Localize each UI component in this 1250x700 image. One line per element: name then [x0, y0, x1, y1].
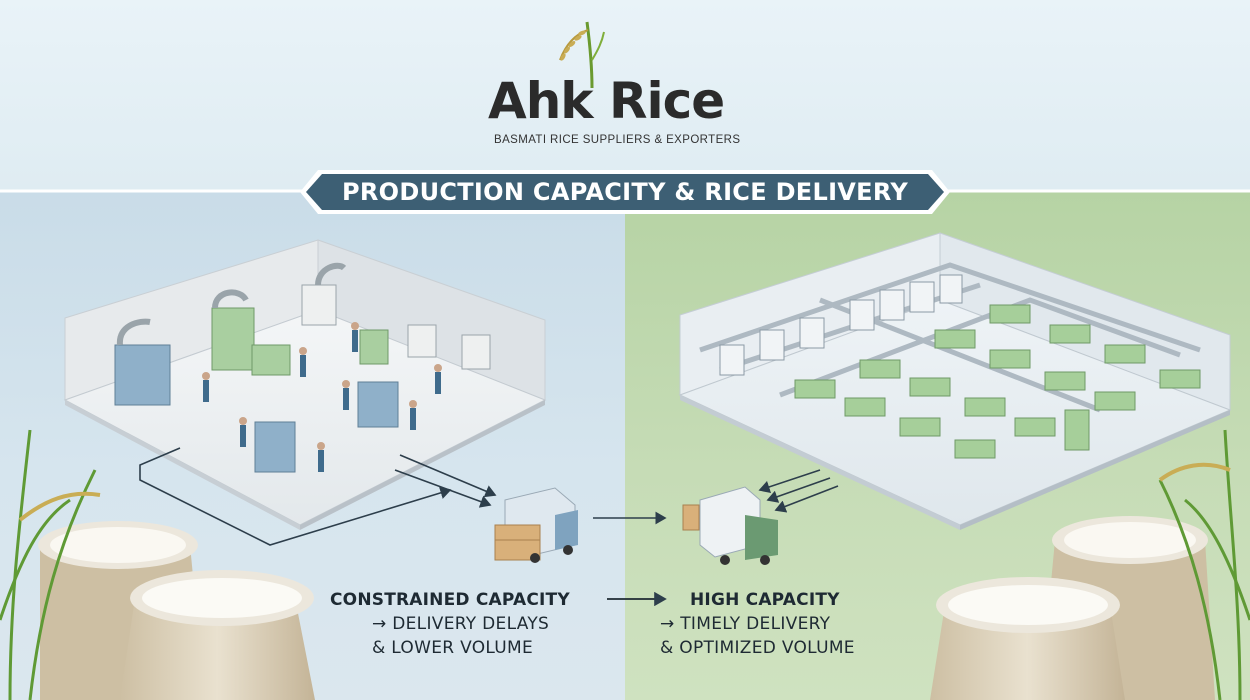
right-caption-heading: HIGH CAPACITY: [690, 590, 840, 610]
banner-title: PRODUCTION CAPACITY & RICE DELIVERY: [341, 178, 909, 206]
logo: Ahk Rice BASMATI RICE SUPPLIERS & EXPORT…: [470, 20, 780, 160]
rice-stalk-icon: [559, 21, 605, 89]
factory-floor-icon: [678, 232, 1232, 530]
brand-name: Ahk Rice: [488, 72, 725, 130]
left-caption-line-2: & LOWER VOLUME: [372, 638, 534, 658]
rice-sack-icon: [38, 521, 315, 700]
rice-stalk-icon: [1158, 429, 1250, 700]
delivery-truck-icon: [682, 486, 778, 565]
rice-sack-icon: [930, 516, 1215, 700]
rice-stalk-icon: [0, 429, 101, 700]
banner-shape: [300, 170, 950, 214]
brand-tagline: BASMATI RICE SUPPLIERS & EXPORTERS: [494, 134, 741, 146]
right-caption-line-2: & OPTIMIZED VOLUME: [660, 638, 855, 658]
header: Ahk Rice BASMATI RICE SUPPLIERS & EXPORT…: [0, 0, 1250, 190]
delivery-truck-icon: [494, 487, 578, 563]
banner: PRODUCTION CAPACITY & RICE DELIVERY: [290, 167, 960, 217]
right-caption: HIGH CAPACITY → TIMELY DELIVERY & OPTIMI…: [660, 588, 855, 660]
left-caption: CONSTRAINED CAPACITY → DELIVERY DELAYS &…: [330, 588, 570, 660]
right-caption-line-1: → TIMELY DELIVERY: [660, 614, 831, 634]
left-caption-heading: CONSTRAINED CAPACITY: [330, 590, 570, 610]
left-caption-line-1: → DELIVERY DELAYS: [372, 614, 550, 634]
